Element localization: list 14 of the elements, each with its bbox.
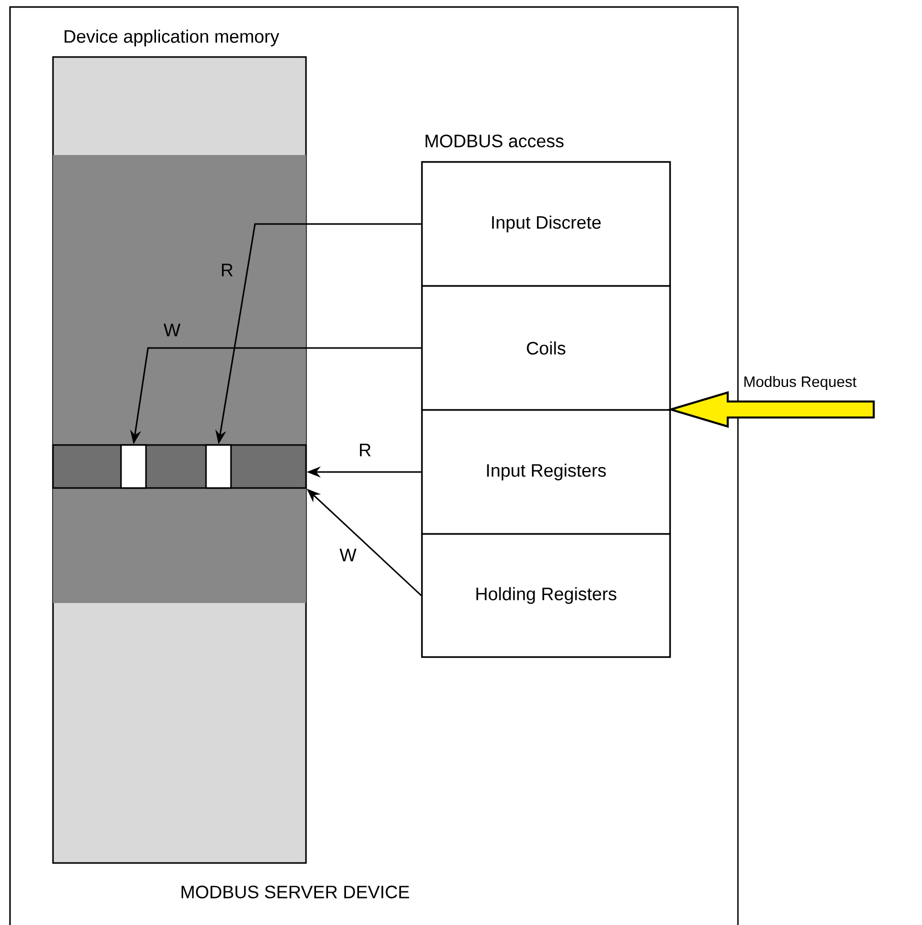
table-row: Input Registers <box>421 409 671 535</box>
edge-label: R <box>360 444 371 456</box>
edge-label: Modbus Request <box>742 375 858 391</box>
node-label: MODBUS access <box>426 134 564 148</box>
table-row: Holding Registers <box>421 533 671 658</box>
edge-label: R <box>222 264 233 276</box>
table-row: Input Discrete <box>421 161 671 287</box>
register-slot <box>120 444 147 489</box>
node-label: Device application memory <box>64 30 280 46</box>
memory-band <box>53 155 306 603</box>
edge-label: W <box>164 324 180 336</box>
table-row: Coils <box>421 285 671 411</box>
register-slot <box>205 444 232 489</box>
edge-label: W <box>340 548 356 562</box>
